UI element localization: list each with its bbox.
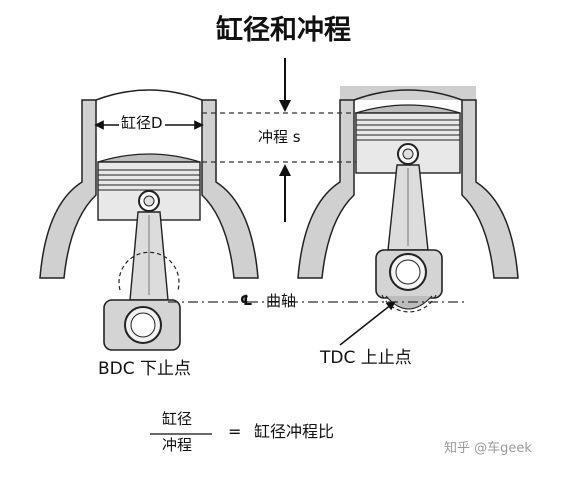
cylinder-wall-right-tdc — [461, 99, 519, 279]
formula-equals: = — [228, 422, 242, 441]
cylinder-wall-left — [39, 99, 97, 279]
engine-bdc — [39, 89, 259, 351]
bore-label: 缸径D — [119, 114, 165, 132]
piston-crown-tdc — [355, 104, 461, 114]
cylinder-head-tdc — [353, 89, 463, 101]
formula-numerator: 缸径 — [162, 410, 193, 428]
cylinder-wall-right — [201, 99, 259, 279]
piston-rings — [98, 169, 200, 191]
cylinder-top-block — [340, 86, 476, 100]
cylinder-wall-left-tdc — [297, 99, 355, 279]
tdc-pointer — [339, 301, 396, 346]
centerline-symbol: ℄ — [240, 293, 253, 309]
cylinder-head — [95, 89, 203, 101]
piston-crown — [97, 153, 201, 163]
crankshaft-label: 曲轴 — [266, 292, 297, 310]
tdc-label: TDC 上止点 — [320, 348, 412, 368]
piston-rings-tdc — [356, 119, 460, 141]
formula-denominator: 冲程 — [162, 436, 193, 454]
watermark: 知乎 @车geek — [444, 441, 532, 456]
diagram-title: 缸径和冲程 — [216, 15, 351, 46]
crank-arc — [118, 251, 180, 291]
bdc-label: BDC 下止点 — [98, 359, 192, 379]
engine-tdc — [297, 86, 519, 313]
formula-result: 缸径冲程比 — [254, 422, 335, 441]
stroke-label: 冲程 s — [258, 128, 301, 146]
